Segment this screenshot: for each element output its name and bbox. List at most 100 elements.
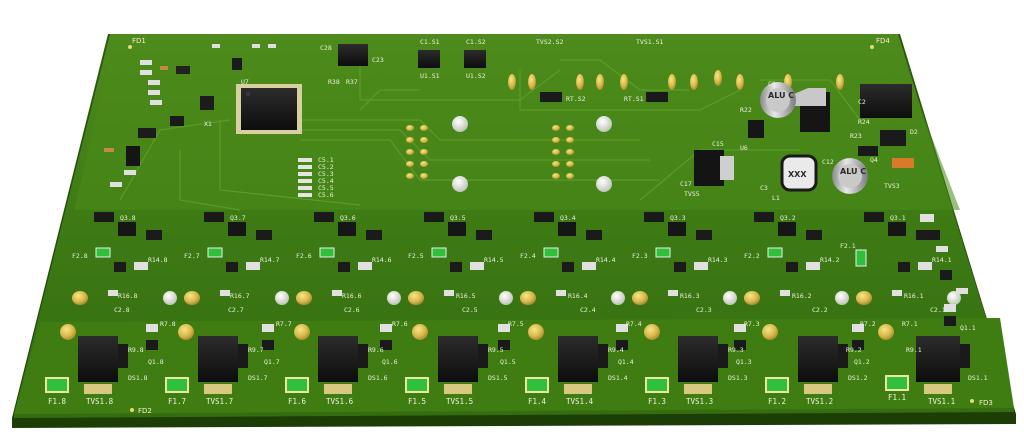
label-mcu: U7 [241,78,249,86]
fiducial-label-2: FD2 [138,407,152,415]
ch3-ds: DS1.6 [368,374,388,382]
ch6-fuse: F1.3 [648,397,666,406]
label-u6: U6 [740,144,748,152]
ch2-tvs: TVS1.7 [206,397,233,406]
label-c5-1: C5.1 [318,156,334,164]
ch1-r2: R16.8 [118,292,138,300]
ch8-q: Q3.1 [890,214,906,222]
label-c5-4: C5.4 [318,177,334,185]
ch1-c: C2.8 [114,306,130,314]
ch6-r4: R9.3 [728,346,744,354]
ch3-q2: Q1.6 [382,358,398,366]
channel-3 [285,212,401,394]
ch8-c: C2.1 [930,306,946,314]
label-c12: C12 [822,158,834,166]
label-c1-s2: C1.S2 [466,38,486,46]
ch7-r4: R9.2 [846,346,862,354]
label-rt-s2: RT.S2 [566,95,586,103]
mcu-chip [236,84,302,134]
ch2-r1: R14.7 [260,256,280,264]
fiducial-mark-2 [130,408,134,412]
ch7-r3: R7.2 [860,320,876,328]
ch7-fuse: F1.2 [768,397,786,406]
fiducial-mark-1 [128,45,132,49]
ch8-ds: DS1.1 [968,374,988,382]
label-c1-s1: C1.S1 [420,38,440,46]
fiducial-mark-3 [970,399,974,403]
ch1-r3: R7.8 [160,320,176,328]
ch1-q: Q3.8 [120,214,136,222]
ch7-ds: DS1.2 [848,374,868,382]
ch4-ds: DS1.5 [488,374,508,382]
ch4-fuse-top: F2.5 [408,252,424,260]
ch6-fuse-top: F2.3 [632,252,648,260]
ch4-r3: R7.5 [508,320,524,328]
channel-8 [855,212,970,394]
ic-u1-s1 [418,50,440,68]
svg-text:XXX: XXX [788,170,807,179]
label-u1-s1: U1.S1 [420,72,440,80]
left-components [104,44,276,187]
ch3-c: C2.6 [344,306,360,314]
ch2-ds: DS1.7 [248,374,268,382]
ch8-fuse: F1.1 [888,393,906,402]
label-q4: Q4 [870,156,878,164]
ch8-r2: R16.1 [904,292,924,300]
electrolytic-cap-c12: ALU C [832,158,868,194]
label-c23: C23 [372,56,384,64]
ch5-ds: DS1.4 [608,374,628,382]
ch2-q: Q3.7 [230,214,246,222]
label-l1: L1 [772,194,780,202]
channel-2 [165,212,289,394]
ch6-r2: R16.3 [680,292,700,300]
fiducial-mark-4 [870,45,874,49]
label-r22: R22 [740,106,752,114]
svg-text:ALU C: ALU C [840,167,866,176]
ch2-r4: R9.7 [248,346,264,354]
ch3-tvs: TVS1.6 [326,397,354,406]
ch5-fuse: F1.4 [528,397,547,406]
label-tvs2-s2: TVS2.S2 [536,38,563,46]
ch8-r3: R7.1 [902,320,918,328]
ch1-q2: Q1.8 [148,358,164,366]
channel-4 [405,212,513,394]
ch4-r4: R9.5 [488,346,504,354]
ch8-r4: R9.1 [906,346,922,354]
label-c17: C17 [680,180,692,188]
electrolytic-cap-c8: ALU C [760,82,796,118]
ch7-r1: R14.2 [820,256,840,264]
label-tvs3: TVS3 [884,182,900,190]
ch7-fuse-top: F2.2 [744,252,760,260]
fiducial-label-1: FD1 [132,37,146,45]
ch4-fuse: F1.5 [408,397,426,406]
ch6-r3: R7.3 [744,320,760,328]
ch7-r2: R16.2 [792,292,812,300]
label-u1-s2: U1.S2 [466,72,486,80]
label-r24: R24 [858,118,870,126]
ch3-fuse-top: F2.6 [296,252,312,260]
label-c5-5: C5.5 [318,184,334,192]
fiducial-label-3: FD3 [979,399,993,407]
ch5-r3: R7.4 [626,320,642,328]
label-r23: R23 [850,132,862,140]
ch6-c: C2.3 [696,306,712,314]
mounting-holes [452,116,612,192]
ch7-tvs: TVS1.2 [806,397,833,406]
ic-c28 [338,44,368,66]
connector-pins-left [406,125,428,179]
label-tvs1-s1: TVS1.S1 [636,38,663,46]
ch5-r4: R9.4 [608,346,624,354]
inductor-l1: XXX [780,154,818,192]
rt-s2-part [540,92,562,102]
label-c28: C28 [320,44,332,52]
ch8-r1: R14.1 [932,256,952,264]
ch1-fuse: F1.8 [48,397,67,406]
ch2-c: C2.7 [228,306,244,314]
label-rt-s1: RT.S1 [624,95,644,103]
label-c15: C15 [712,140,724,148]
c5-column [298,158,312,197]
fiducial-label-4: FD4 [876,37,890,45]
ch4-c: C2.5 [462,306,478,314]
ch3-r1: R14.6 [372,256,392,264]
